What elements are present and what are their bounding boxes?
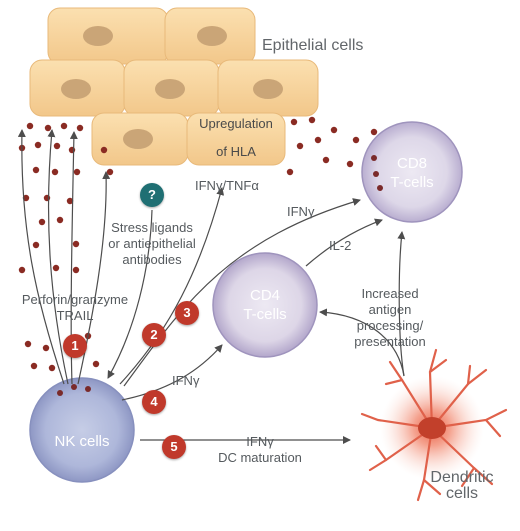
label-dendritic-cells: Dendritic cells (430, 469, 494, 502)
label-epithelial-cells: Epithelial cells (262, 37, 364, 54)
arrow-ifng-cd4 (121, 344, 223, 401)
label-il2: IL-2 (329, 238, 352, 253)
cd8-label: CD8 T-cells (390, 155, 434, 191)
arrows (17, 129, 406, 444)
label-stress-ligands: Stress ligands or antiepithelial antibod… (108, 220, 196, 267)
nucleus (155, 79, 185, 99)
dendritic-cell (360, 348, 508, 502)
arrow-il2 (305, 218, 383, 267)
epithelial-cell-hla (186, 112, 286, 166)
badge-3: 3 (175, 301, 199, 325)
cd4-tcell (212, 252, 318, 358)
nk-cell (29, 377, 135, 483)
label-ifng-cd4: IFNγ (172, 373, 200, 388)
label-increased-antigen: Increased antigen processing/ presentati… (354, 286, 426, 349)
arrow-stress-ligands (107, 209, 153, 379)
arrow-perforin-3 (69, 131, 78, 385)
badge-1: 1 (63, 334, 87, 358)
nucleus (197, 26, 227, 46)
badge-2: 2 (142, 323, 166, 347)
question-badge: ? (140, 183, 164, 207)
label-dc-maturation: IFNγ DC maturation (218, 434, 302, 465)
nucleus (253, 79, 283, 99)
arrow-perforin-1 (17, 129, 65, 385)
nucleus (61, 79, 91, 99)
cd4-label: CD4 T-cells (243, 287, 287, 323)
label-upregulation: Upregulation of HLA (199, 116, 273, 159)
arrow-ifng-tnfa (119, 187, 225, 385)
badge-4: 4 (142, 390, 166, 414)
nk-label: NK cells (54, 433, 110, 450)
arrow-antigen-cd8 (397, 231, 406, 377)
arrow-perforin-4 (77, 171, 111, 385)
label-ifng-cd8: IFNγ (287, 204, 315, 219)
label-ifng-tnfa: IFNγ/TNFα (195, 178, 259, 193)
arrow-antigen-cd4 (319, 308, 405, 377)
epithelial-layer (29, 7, 319, 166)
nucleus (123, 129, 153, 149)
cd8-tcell (361, 121, 463, 223)
arrow-perforin-2 (47, 129, 69, 385)
nucleus (83, 26, 113, 46)
arrow-ifng-cd8 (123, 198, 361, 387)
label-perforin-granzyme: Perforin/granzyme TRAIL (21, 292, 129, 323)
badge-5: 5 (162, 435, 186, 459)
